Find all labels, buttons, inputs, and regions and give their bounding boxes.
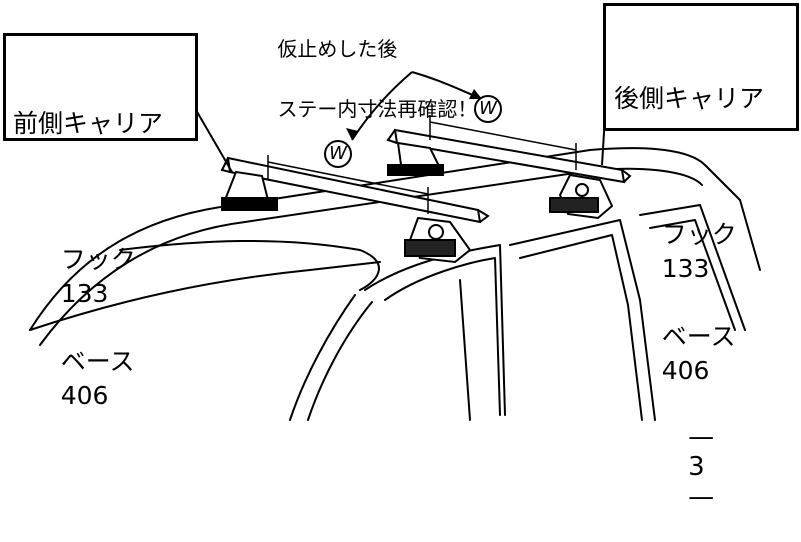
dimension-w-front: W	[324, 140, 352, 168]
side-window-front	[364, 244, 506, 416]
rear-hook-value: 133	[661, 254, 710, 283]
roof-edge-lower	[39, 167, 703, 346]
front-carrier-box: 前側キャリア フック 133 ベース 406	[3, 33, 198, 410]
dimension-lines	[267, 115, 577, 214]
manual-page: 仮止めした後 ステー内寸法再確認！ W W 前側キャリア フック 133 ベース…	[3, 3, 799, 512]
dimension-w-rear: W	[474, 95, 502, 123]
rear-carrier-title: 後側キャリア	[614, 84, 765, 113]
door-line	[459, 279, 471, 421]
car-roof-rack-illustration	[29, 71, 761, 421]
page-number-value: 3	[688, 452, 705, 482]
rear-base-label: ベース	[661, 322, 736, 351]
side-window-rear	[509, 219, 656, 421]
note-line-2: ステー内寸法再確認！	[277, 97, 478, 121]
arrow-heads	[346, 89, 482, 140]
rear-crossbar	[386, 128, 632, 184]
rear-base-row: ベース 406	[614, 286, 796, 385]
rear-hook-row: フック 133	[614, 184, 796, 283]
recheck-note: 仮止めした後 ステー内寸法再確認！	[252, 4, 477, 154]
note-line-1: 仮止めした後	[277, 37, 398, 61]
side-window-rear-inner	[519, 234, 643, 421]
roof-front-line	[119, 239, 380, 291]
page-number-left-dash: —	[688, 422, 715, 452]
rear-carrier-box: 後側キャリア フック 133 ベース 406	[603, 3, 799, 385]
c-pillar	[639, 204, 746, 331]
front-hook-label: フック	[60, 245, 136, 274]
front-hook-value: 133	[60, 279, 109, 308]
rack-feet	[221, 141, 614, 264]
rear-base-value: 406	[661, 356, 710, 385]
page-number: — 3 —	[655, 392, 714, 542]
windshield-line	[29, 261, 381, 331]
front-hook-row: フック 133	[13, 209, 195, 308]
front-base-row: ベース 406	[13, 311, 195, 410]
a-pillar-inner	[307, 301, 373, 421]
rear-hook-label: フック	[661, 220, 737, 249]
page-number-right-dash: —	[688, 482, 715, 512]
side-window-front-inner	[384, 257, 501, 416]
front-base-label: ベース	[60, 347, 135, 376]
front-base-value: 406	[60, 381, 109, 410]
front-carrier-title: 前側キャリア	[13, 109, 164, 138]
a-pillar	[289, 294, 356, 421]
c-pillar-inner	[649, 219, 736, 331]
